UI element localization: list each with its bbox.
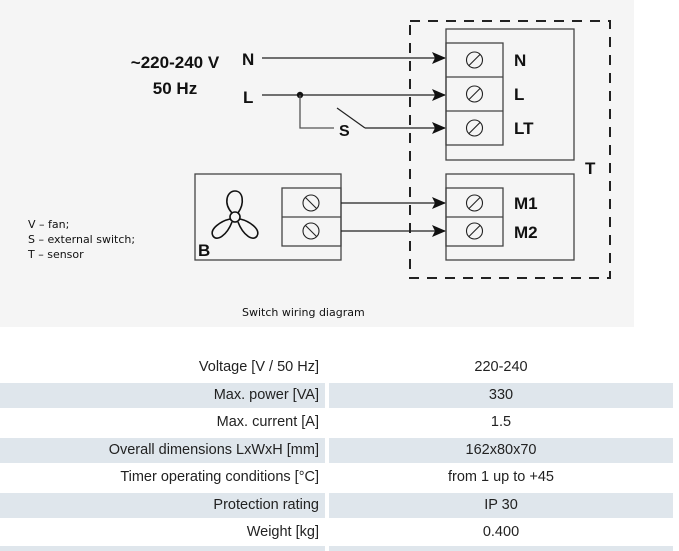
spec-row: Weight [kg] 0.400	[0, 520, 679, 548]
spec-label: Max. current [A]	[216, 414, 319, 430]
switch-label: S	[339, 123, 350, 140]
spec-row: Voltage [V / 50 Hz] 220-240	[0, 355, 679, 383]
input-label-l: L	[243, 88, 253, 107]
wire-switch-branch	[299, 95, 334, 129]
spec-row: Overall dimensions LxWxH [mm] 162x80x70	[0, 437, 679, 466]
spec-value: 162x80x70	[329, 437, 673, 463]
spec-row: Max. current [A] 1.5	[0, 410, 679, 438]
spec-value: IP 30	[329, 492, 673, 518]
wiring-diagram: ~220-240 V 50 Hz N L S T N L LT	[27, 20, 611, 319]
legend-sensor: T – sensor	[27, 248, 84, 261]
spec-label: Timer operating conditions [°C]	[120, 469, 319, 485]
screw-icon	[465, 194, 484, 212]
screw-icon	[465, 85, 484, 103]
supply-voltage: ~220-240 V	[131, 53, 220, 72]
terminal-label-n: N	[514, 51, 526, 70]
legend-switch: S – external switch;	[28, 233, 135, 246]
screw-icon	[465, 222, 484, 240]
screw-icon	[465, 51, 484, 69]
screw-icon	[302, 194, 320, 212]
fan-icon	[211, 190, 259, 239]
sensor-enclosure	[409, 20, 611, 279]
switch-blade	[336, 107, 366, 129]
spec-value: 330	[329, 382, 673, 408]
spec-value: 220-240	[474, 359, 528, 375]
spec-label: Protection rating	[0, 492, 325, 518]
sensor-terminal-strip	[445, 42, 504, 146]
spec-row: Timer operating conditions [°C] from 1 u…	[0, 465, 679, 493]
spec-value: 0.400	[482, 524, 520, 540]
screw-icon	[302, 222, 320, 240]
spec-label: Overall dimensions LxWxH [mm]	[0, 437, 325, 463]
spec-value: from 1 up to +45	[448, 469, 554, 485]
wiring-diagram-svg: ~220-240 V 50 Hz N L S T N L LT	[27, 20, 611, 319]
sensor-terminal-box	[445, 28, 575, 161]
spec-table-footer-stripe	[0, 546, 679, 551]
stripe-left	[0, 546, 325, 551]
terminal-label-lt: LT	[514, 119, 534, 138]
sensor-label: T	[585, 159, 596, 178]
spec-row: Max. power [VA] 330	[0, 382, 679, 411]
terminal-label-m2: M2	[514, 223, 538, 242]
terminal-label-l: L	[514, 85, 524, 104]
diagram-caption: Switch wiring diagram	[242, 306, 365, 319]
spec-label: Max. power [VA]	[0, 382, 325, 408]
spec-table: Voltage [V / 50 Hz] 220-240 Max. power […	[0, 355, 679, 548]
fan-label: B	[198, 241, 210, 260]
supply-frequency: 50 Hz	[153, 79, 197, 98]
spec-label: Weight [kg]	[246, 524, 319, 540]
input-label-n: N	[242, 50, 254, 69]
terminal-label-m1: M1	[514, 194, 538, 213]
screw-icon	[465, 119, 484, 137]
stripe-right	[329, 546, 673, 551]
spec-row: Protection rating IP 30	[0, 492, 679, 521]
spec-label: Voltage [V / 50 Hz]	[198, 359, 319, 375]
spec-value: 1.5	[490, 414, 512, 430]
legend-fan: V – fan;	[28, 218, 69, 231]
